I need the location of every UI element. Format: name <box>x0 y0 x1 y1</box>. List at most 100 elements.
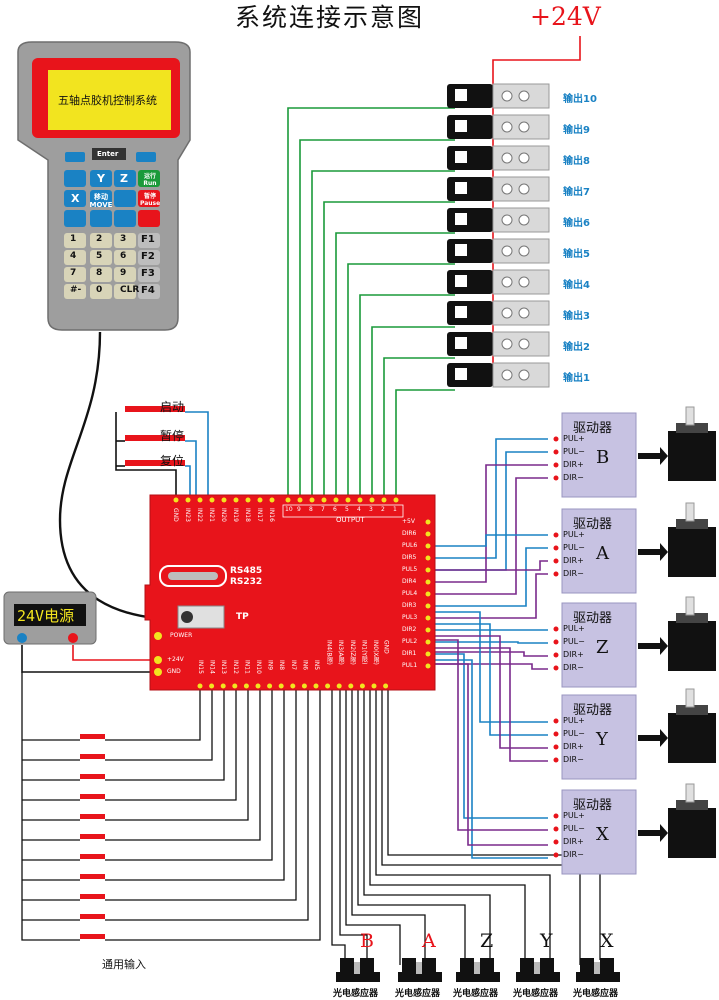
driver-pin-Y-0: PUL+ <box>563 716 585 725</box>
general-input-button <box>80 834 105 839</box>
driver-pin-X-1: PUL− <box>563 824 585 833</box>
key-y: Y <box>97 172 105 185</box>
board-top-input-2: IN22 <box>196 508 203 522</box>
board-bottom-input-16: GND <box>382 640 390 654</box>
board-right-pin-5: DIR4 <box>402 578 417 585</box>
label-pause: 暂停 <box>160 429 185 443</box>
board-top-input-7: IN17 <box>256 508 263 522</box>
board-bottom-input-9: IN6 <box>301 660 309 671</box>
board-out-pin-5: 5 <box>345 506 349 513</box>
pendant-screen <box>48 70 171 130</box>
sensor-A <box>398 958 442 982</box>
general-input-button <box>80 774 105 779</box>
board-out-pin-6: 4 <box>357 506 361 513</box>
driver-pin-B-0: PUL+ <box>563 434 585 443</box>
sensor-label-A: 光电感应器 <box>395 989 441 999</box>
board-bottom-input-7: IN8 <box>278 660 286 671</box>
board-right-pin-11: DIR1 <box>402 650 417 657</box>
wire-out7 <box>323 201 455 500</box>
general-input-button <box>80 934 105 939</box>
board-output-title: OUTPUT <box>336 516 365 524</box>
wire-out2 <box>383 357 455 500</box>
board-out-pin-3: 7 <box>321 506 325 513</box>
driver-title-B: 驱动器 <box>573 421 613 436</box>
sensor-label-Z: 光电感应器 <box>453 989 499 999</box>
board-top-input-8: IN16 <box>268 508 275 522</box>
key-enter: Enter <box>97 150 119 158</box>
relay-6 <box>447 207 550 233</box>
driver-pin-Y-3: DIR− <box>563 755 584 764</box>
wire-reset <box>185 465 191 500</box>
key-run: 运行 Run <box>143 173 157 187</box>
board-bottom-input-1: IN14 <box>208 660 216 674</box>
driver-pin-Z-3: DIR− <box>563 663 584 672</box>
key-z: Z <box>120 172 128 185</box>
key-f4: F4 <box>141 285 155 296</box>
sensor-axis-X: X <box>600 930 614 952</box>
output-label-1: 输出1 <box>563 373 590 384</box>
driver-axis-Y: Y <box>596 729 608 750</box>
driver-axis-Z: Z <box>596 637 609 658</box>
board-tp: TP <box>236 612 249 622</box>
sensor-axis-Z: Z <box>480 930 494 952</box>
driver-pin-X-3: DIR− <box>563 850 584 859</box>
key-num-11: CLR <box>120 285 140 295</box>
drivers <box>553 406 716 875</box>
wires <box>21 36 601 965</box>
board-bottom-input-8: IN7 <box>289 660 297 671</box>
output-label-6: 输出6 <box>563 218 590 229</box>
driver-pin-A-0: PUL+ <box>563 530 585 539</box>
power-24v-label: +24V <box>530 2 601 31</box>
driver-pin-Z-0: PUL+ <box>563 624 585 633</box>
driver-X <box>553 783 716 875</box>
sensor-Z <box>456 958 500 982</box>
wire-out8 <box>311 170 455 500</box>
board-right-pin-10: PUL2 <box>402 638 418 645</box>
board-out-pin-7: 3 <box>369 506 373 513</box>
wire-out6 <box>335 232 455 500</box>
driver-pin-B-3: DIR− <box>563 473 584 482</box>
driver-axis-B: B <box>596 447 610 468</box>
driver-pin-Z-1: PUL− <box>563 637 585 646</box>
sensor-axis-Y: Y <box>540 930 553 952</box>
sensor-label-B: 光电感应器 <box>333 989 379 999</box>
driver-A <box>553 502 716 594</box>
board-out-pin-8: 2 <box>381 506 385 513</box>
sensors <box>336 958 620 982</box>
driver-title-A: 驱动器 <box>573 517 613 532</box>
relay-3 <box>447 300 550 326</box>
board-bottom-input-10: IN5 <box>313 660 320 671</box>
sensor-axis-A: A <box>422 930 436 952</box>
label-start: 启动 <box>160 400 185 414</box>
output-label-4: 输出4 <box>563 280 590 291</box>
board-bottom-input-0: IN15 <box>197 660 204 674</box>
panel-buttons <box>125 406 185 466</box>
driver-pin-X-0: PUL+ <box>563 811 585 820</box>
wire-out10 <box>287 107 455 500</box>
board-top-input-4: IN20 <box>220 508 227 522</box>
board-right-pin-6: PUL4 <box>402 590 418 597</box>
board-out-pin-0: 10 <box>285 506 293 513</box>
sensor-label-Y: 光电感应器 <box>513 989 559 999</box>
output-label-5: 输出5 <box>563 249 590 260</box>
relay-10 <box>447 83 550 109</box>
handheld-pendant <box>17 41 191 331</box>
pendant-cable <box>58 331 189 622</box>
general-input-buttons <box>80 734 105 939</box>
output-label-9: 输出9 <box>563 125 590 136</box>
board-plus24: +24V <box>167 656 184 663</box>
board-gnd: GND <box>167 668 181 675</box>
control-board <box>144 494 436 691</box>
driver-pin-Y-1: PUL− <box>563 729 585 738</box>
key-num-3: 4 <box>70 251 77 261</box>
board-out-pin-4: 6 <box>333 506 337 513</box>
relay-7 <box>447 176 550 202</box>
driver-pin-B-1: PUL− <box>563 447 585 456</box>
relay-9 <box>447 114 550 140</box>
wire-pause <box>185 440 197 500</box>
relay-2 <box>447 331 550 357</box>
board-top-input-0: GND <box>172 508 179 522</box>
relay-1 <box>447 362 550 388</box>
board-bottom-input-13: IN2(Z限) <box>348 640 356 665</box>
output-label-3: 输出3 <box>563 311 590 322</box>
